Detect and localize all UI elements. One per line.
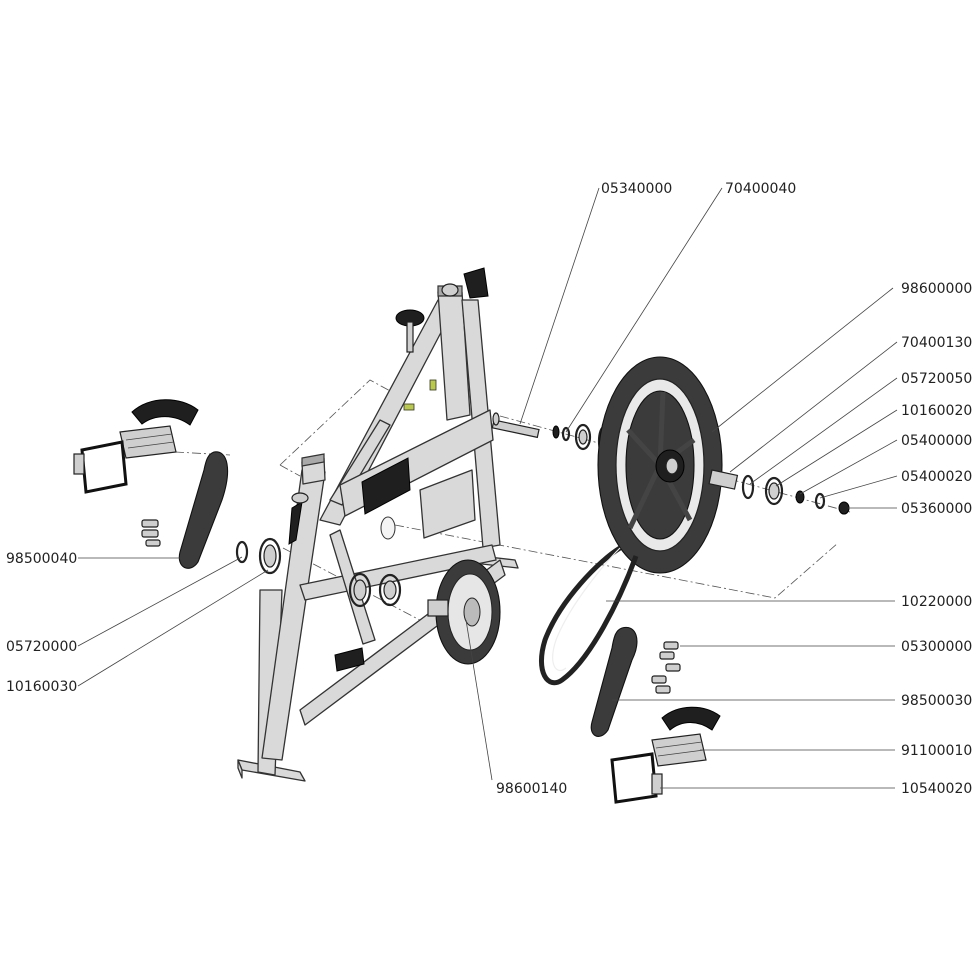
label-05400020: 05400020 — [901, 469, 972, 485]
label-98600140: 98600140 — [496, 781, 567, 797]
drive-sprocket — [427, 559, 501, 665]
label-05400000: 05400000 — [901, 433, 972, 449]
label-98500030: 98500030 — [901, 693, 972, 709]
label-10160020: 10160020 — [901, 403, 972, 419]
label-91100010: 91100010 — [901, 743, 972, 759]
label-10540020: 10540020 — [901, 781, 972, 797]
crank-bolts-right — [651, 641, 681, 694]
label-10220000: 10220000 — [901, 594, 972, 610]
leader-lines — [77, 187, 898, 789]
label-05720000: 05720000 — [6, 639, 77, 655]
left-pedal-assembly — [73, 399, 282, 575]
right-bearing-stack — [708, 469, 850, 515]
label-98500040: 98500040 — [6, 551, 77, 567]
bike-frame — [237, 267, 519, 782]
label-05340000: 05340000 — [601, 181, 672, 197]
right-crank-assembly — [590, 626, 721, 804]
drive-belt — [539, 545, 639, 686]
label-70400130: 70400130 — [901, 335, 972, 351]
label-10160030: 10160030 — [6, 679, 77, 695]
label-05720050: 05720050 — [901, 371, 972, 387]
crank-bolts-left — [141, 519, 161, 547]
label-98600000: 98600000 — [901, 281, 972, 297]
flywheel-axle-parts — [491, 412, 611, 457]
part-labels: 05340000 70400040 98600000 70400130 0572… — [6, 181, 972, 797]
label-05300000: 05300000 — [901, 639, 972, 655]
flywheel — [597, 356, 723, 574]
label-05360000: 05360000 — [901, 501, 972, 517]
label-70400040: 70400040 — [725, 181, 796, 197]
